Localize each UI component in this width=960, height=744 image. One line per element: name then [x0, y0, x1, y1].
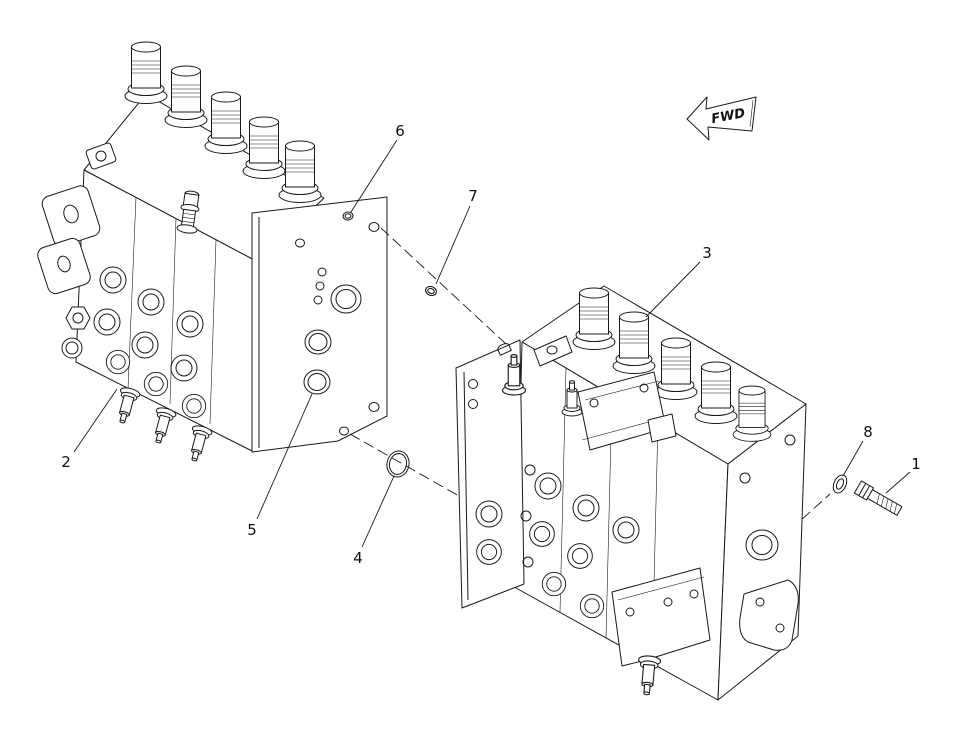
valve-cap — [654, 337, 698, 400]
right-mating-plate — [455, 339, 525, 609]
left-valve-assembly — [37, 41, 388, 464]
valve-cap — [124, 41, 168, 104]
port-boss — [131, 331, 159, 359]
port-boss — [181, 393, 207, 419]
port-boss — [572, 494, 600, 522]
hex-plug — [65, 306, 91, 330]
lower-manifold — [611, 567, 711, 697]
top-pad — [85, 142, 117, 170]
callout-3: 3 — [702, 244, 712, 262]
port-boss — [105, 349, 131, 375]
valve-cap — [164, 65, 208, 128]
valve-cap — [612, 311, 656, 374]
callout-7: 7 — [468, 187, 478, 205]
valve-cap — [732, 385, 772, 442]
bolt — [853, 480, 903, 516]
valve-stem — [111, 385, 142, 426]
callout-4: 4 — [353, 549, 363, 567]
valve-cap — [278, 140, 322, 203]
relief-valve — [176, 190, 200, 234]
o-ring-item-7 — [423, 284, 439, 298]
callout-6: 6 — [395, 122, 405, 140]
port-boss — [93, 308, 121, 336]
pilot-valve-block — [577, 371, 677, 451]
port-boss — [541, 571, 567, 597]
callout-8: 8 — [863, 423, 873, 441]
fwd-arrow: FWD — [686, 96, 757, 141]
top-bracket — [533, 335, 573, 367]
valve-cap — [204, 91, 248, 154]
port-boss — [99, 266, 127, 294]
port-boss — [137, 288, 165, 316]
callout-2: 2 — [61, 453, 71, 471]
port-boss — [567, 543, 593, 569]
port-boss — [170, 354, 198, 382]
leader-lines — [73, 139, 911, 548]
washer — [832, 474, 848, 494]
o-ring-item-4 — [384, 448, 412, 480]
port-boss — [176, 310, 204, 338]
valve-cap — [694, 361, 738, 424]
port-boss — [612, 516, 640, 544]
valve-cap — [242, 116, 286, 179]
side-cover-plates — [37, 185, 101, 359]
valve-stem — [183, 423, 214, 464]
right-end-face-details — [739, 434, 799, 651]
callout-labels: 1 2 3 4 5 6 7 8 — [61, 122, 921, 567]
drain-fitting — [635, 654, 662, 697]
port-boss — [579, 593, 605, 619]
plate-bolt — [497, 343, 512, 356]
callout-5: 5 — [247, 521, 257, 539]
port-boss — [529, 521, 555, 547]
valve-cap — [572, 287, 616, 350]
right-valve-assembly — [455, 285, 807, 701]
port-boss — [143, 371, 169, 397]
callout-1: 1 — [911, 455, 921, 473]
fwd-label: FWD — [710, 106, 746, 127]
port-boss — [534, 472, 562, 500]
left-end-plate — [251, 196, 388, 453]
valve-stem — [147, 405, 178, 446]
